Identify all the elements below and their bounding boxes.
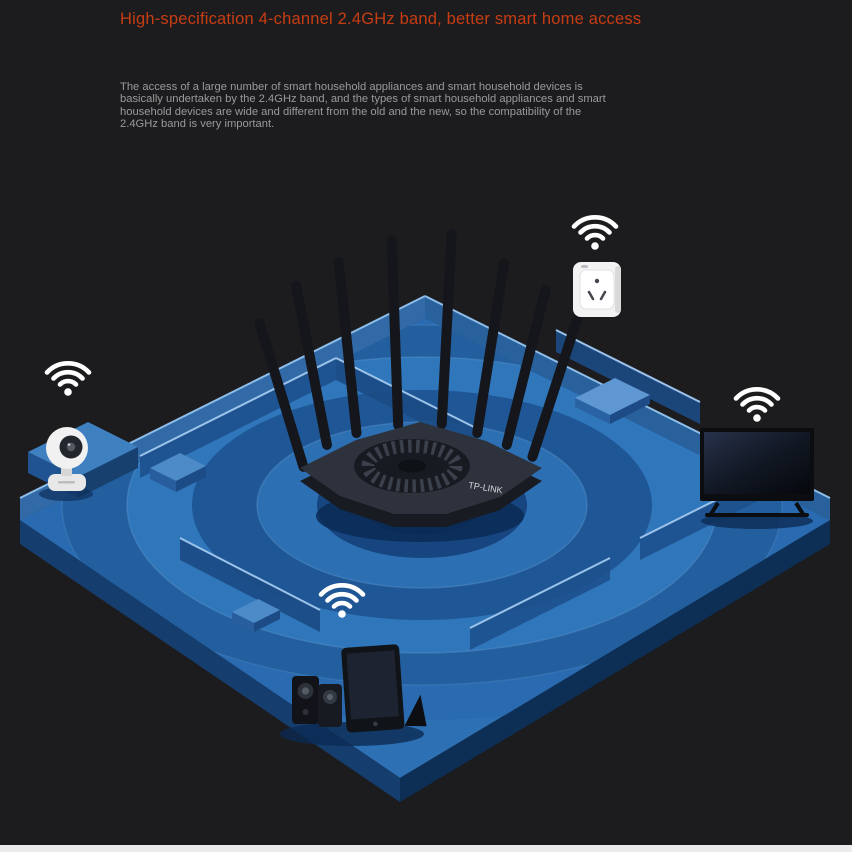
body-text-line: basically undertaken by the 2.4GHz band,… [120, 93, 606, 106]
wifi-router: TP-LINK [254, 229, 584, 542]
body-text: The access of a large number of smart ho… [120, 81, 606, 131]
security-camera [39, 427, 93, 501]
body-text-line: 2.4GHz band is very important. [120, 118, 275, 131]
speaker-right [318, 684, 342, 727]
router-fan [361, 439, 463, 493]
tablet-display [341, 644, 427, 733]
speaker-left [292, 676, 319, 724]
smart-plug [573, 262, 621, 317]
bottom-strip [0, 845, 852, 852]
smart-tv [700, 428, 814, 529]
wifi-signal-icon-right [736, 389, 778, 421]
body-text-line: The access of a large number of smart ho… [120, 81, 583, 93]
page-title: High-specification 4-channel 2.4GHz band… [120, 10, 642, 28]
body-text-line: household devices are wide and different… [120, 105, 582, 118]
wifi-signal-icon-top-right [574, 217, 616, 249]
router-body: TP-LINK [300, 422, 542, 527]
wifi-signal-icon-left [47, 363, 89, 395]
router-antennas [254, 229, 584, 472]
speakers-and-display [280, 644, 427, 746]
